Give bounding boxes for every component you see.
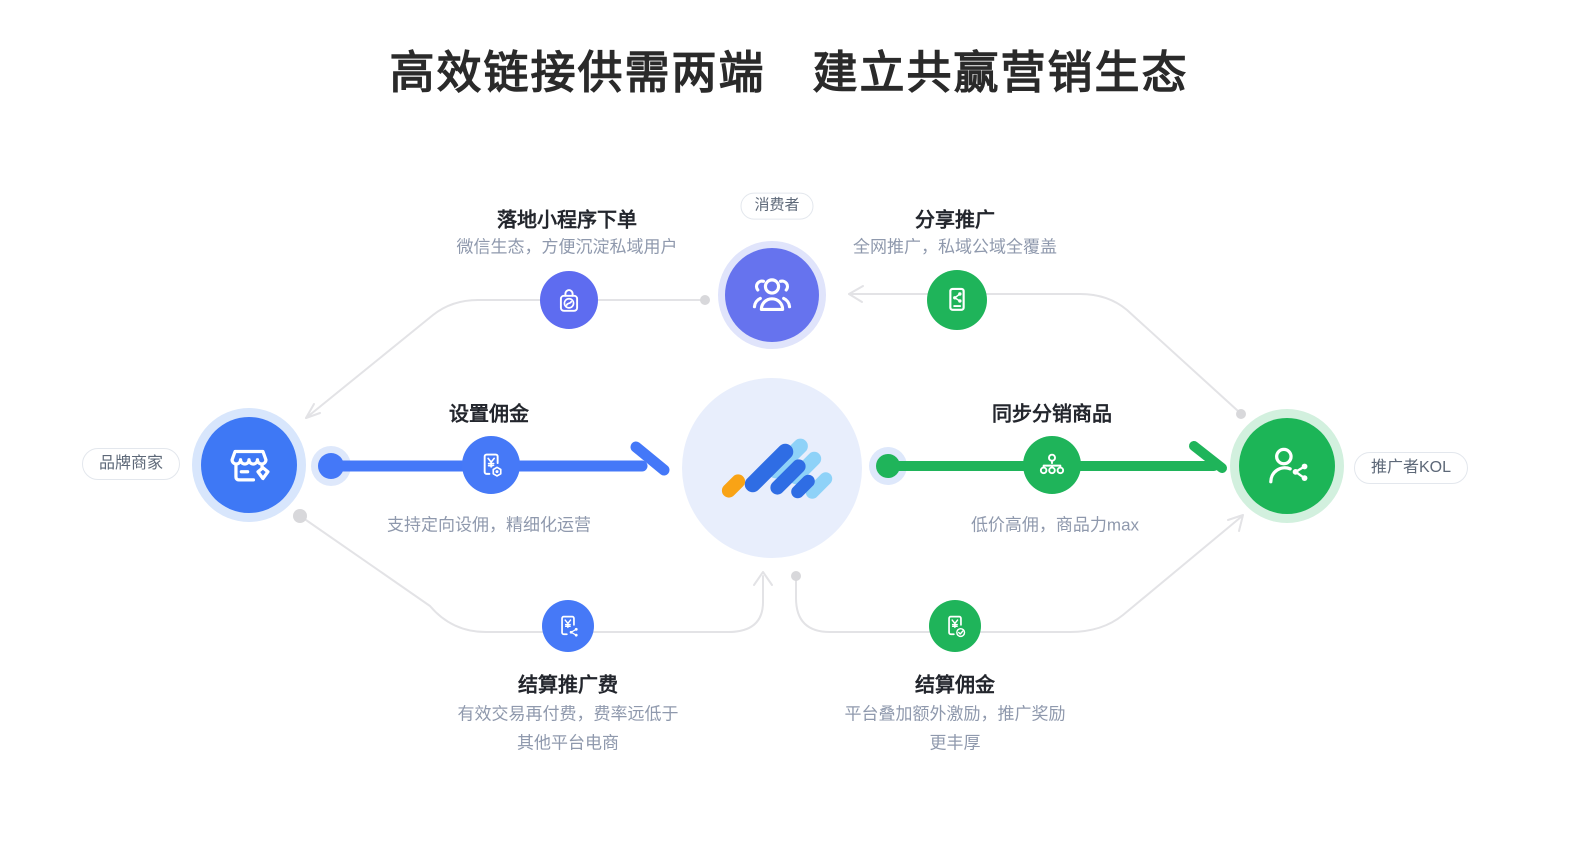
flow-settle-promo-path: [305, 519, 764, 633]
settle-commission-desc-line2: 更丰厚: [929, 733, 981, 753]
set-commission-title: 设置佣金: [449, 403, 529, 426]
consumer-badge: 消费者: [740, 192, 814, 220]
settle-promo-desc-line2: 其他平台电商: [517, 733, 619, 753]
flow-order-arrowhead: [305, 403, 321, 419]
settle-commission-desc-line1: 平台叠加额外激励，推广奖励: [844, 704, 1066, 724]
sync-products-desc: 低价高佣，商品力max: [970, 515, 1140, 535]
page-title: 高效链接供需两端 建立共赢营销生态: [389, 47, 1189, 98]
settle-commission-title: 结算佣金: [915, 674, 995, 697]
share-doc-icon: [949, 287, 965, 311]
settle-share-icon: [561, 615, 580, 638]
sync-products-chip: [1023, 436, 1081, 494]
sync-products-title: 同步分销商品: [992, 403, 1112, 426]
set-commission-desc: 支持定向设佣，精细化运营: [387, 515, 591, 535]
order-step-chip: [540, 271, 598, 329]
storefront-icon: [230, 449, 270, 482]
settle-promo-title: 结算推广费: [518, 674, 618, 697]
share-step-chip: [927, 270, 987, 330]
distribution-tree-icon: [1039, 453, 1065, 475]
settle-check-icon: [948, 615, 967, 639]
settle-commission-chip: [929, 600, 981, 652]
settle-promo-desc-line1: 有效交易再付费，费率远低于: [457, 704, 679, 724]
set-commission-chip: [462, 436, 520, 494]
kol-node: [1230, 409, 1344, 523]
flow-settle-comm-arrowhead: [1227, 514, 1244, 532]
share-step-title: 分享推广: [915, 209, 995, 232]
consumer-node: [718, 241, 826, 349]
order-step-desc: 微信生态，方便沉淀私域用户: [456, 237, 678, 257]
share-step-desc: 全网推广，私域公域全覆盖: [853, 237, 1057, 257]
kol-badge: 推广者KOL: [1353, 452, 1469, 484]
flow-share-path: [848, 293, 1239, 412]
flow-order-path: [305, 299, 701, 419]
commission-doc-gear-icon: [483, 453, 504, 479]
miniprogram-bag-icon: [559, 289, 579, 312]
settle-promo-chip: [542, 600, 594, 652]
connector-dots: [293, 295, 1246, 581]
merchant-badge: 品牌商家: [81, 448, 181, 480]
flow-share-arrowhead: [848, 285, 864, 303]
flow-settle-promo-arrowhead: [753, 571, 773, 586]
merchant-node: [192, 408, 306, 522]
order-step-title: 落地小程序下单: [497, 209, 637, 232]
person-share-icon: [1269, 447, 1308, 484]
platform-logo-icon: [710, 426, 840, 510]
user-group-icon: [752, 278, 792, 311]
